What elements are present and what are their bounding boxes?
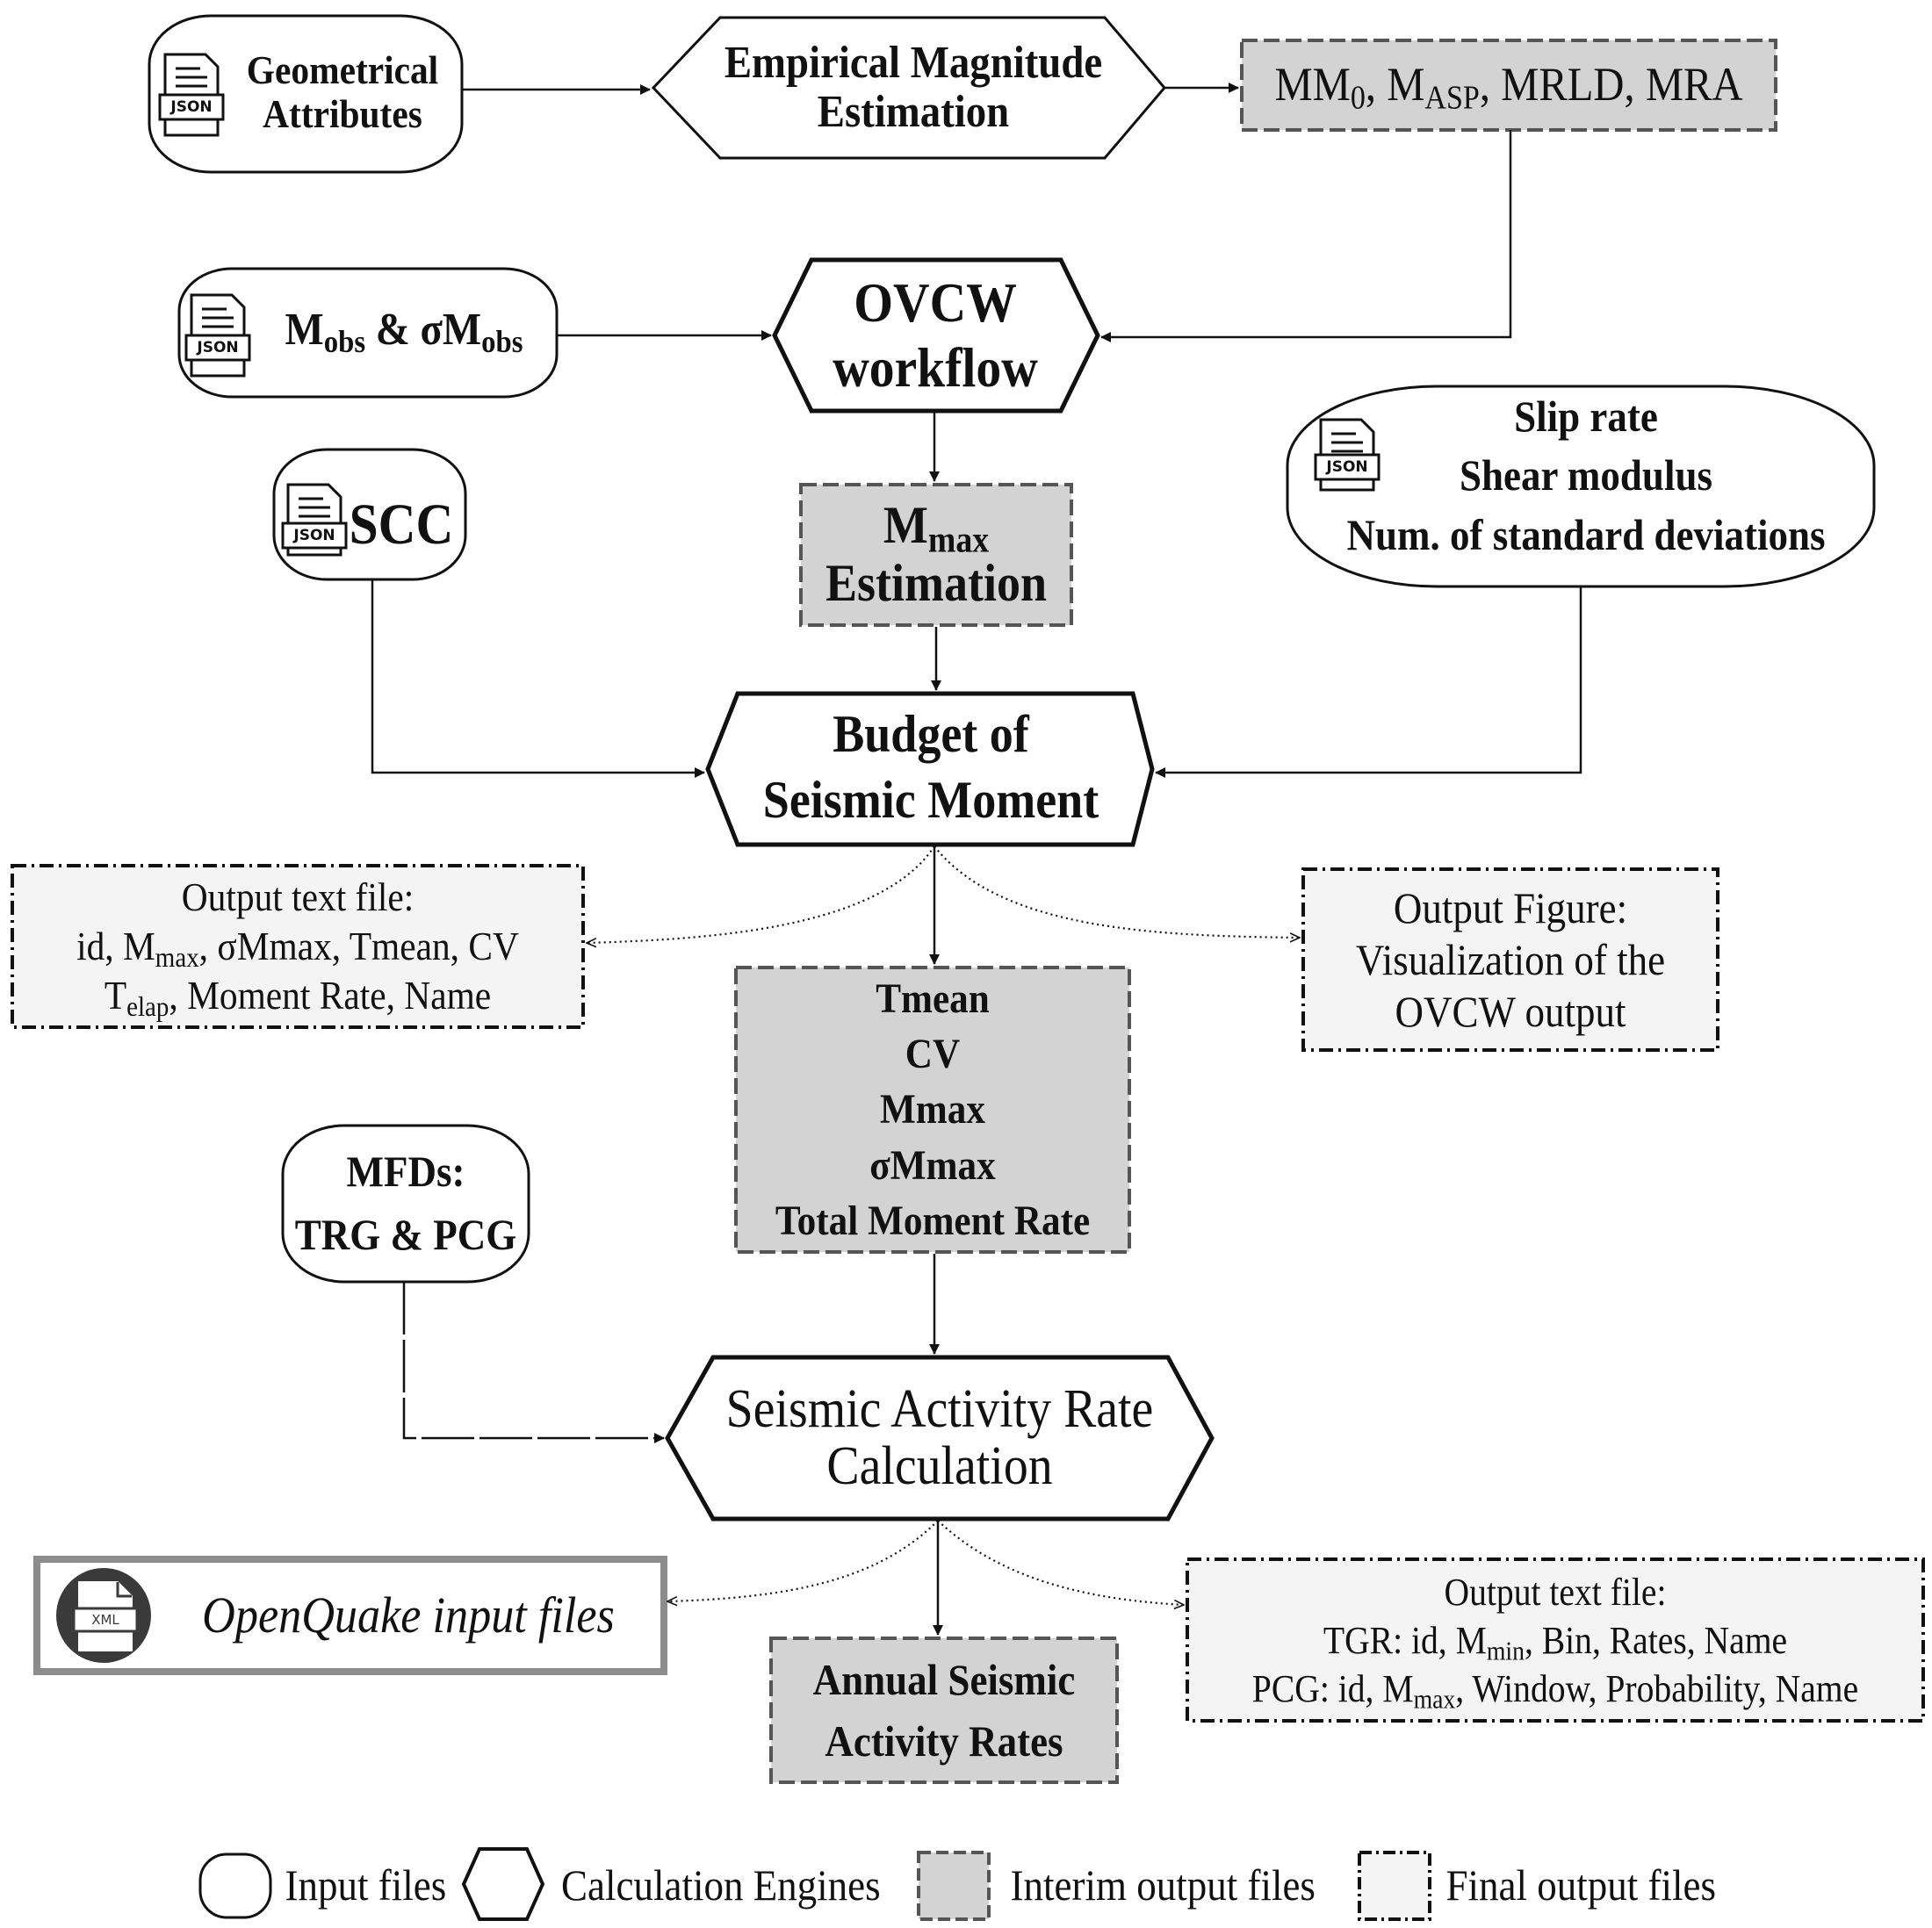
input-mobs-label: Mobs & σMobs bbox=[285, 304, 523, 360]
json-label: JSON bbox=[197, 338, 239, 356]
final-figure-label: Output Figure: Visualization of the OVCW… bbox=[1355, 882, 1666, 1036]
engine-activity-label: Seismic Activity Rate Calculation bbox=[725, 1378, 1154, 1496]
interim-annual-label: Annual Seismic Activity Rates bbox=[812, 1655, 1076, 1766]
xml-file-icon bbox=[56, 1568, 151, 1663]
json-label: JSON bbox=[1326, 457, 1368, 476]
edge-mm-to-ovcw bbox=[1100, 130, 1512, 342]
input-mobs-shape bbox=[177, 267, 559, 399]
json-file-icon bbox=[184, 293, 251, 378]
edge-activity-to-text2 bbox=[937, 1520, 1184, 1605]
json-file-icon bbox=[1314, 418, 1381, 492]
interim-mmax-label: Mmax Estimation bbox=[825, 496, 1048, 612]
json-label: JSON bbox=[170, 97, 213, 116]
edge-slip-to-budget bbox=[1155, 586, 1582, 778]
legend-engine-swatch bbox=[461, 1847, 545, 1921]
legend-input-swatch bbox=[198, 1852, 272, 1919]
engine-empirical-shape bbox=[651, 16, 1166, 160]
edge-scc-to-budget bbox=[371, 579, 705, 778]
engine-ovcw-shape bbox=[772, 257, 1100, 414]
legend-input-label: Input files bbox=[285, 1860, 447, 1910]
input-mfds-label: MFDs: TRG & PCG bbox=[294, 1146, 517, 1260]
xml-label: XML bbox=[91, 1611, 119, 1628]
final-openquake-label: OpenQuake input files bbox=[202, 1586, 615, 1644]
edge-mfds-to-activity bbox=[402, 1282, 665, 1443]
interim-mm-label: MM0, MASP, MRLD, MRA bbox=[1274, 57, 1743, 117]
legend-engines-label: Calculation Engines bbox=[561, 1860, 881, 1910]
engine-budget-label: Budget of Seismic Moment bbox=[762, 705, 1099, 829]
engine-activity-shape bbox=[665, 1355, 1215, 1522]
interim-annual-shape bbox=[769, 1637, 1119, 1784]
interim-params-shape bbox=[734, 966, 1131, 1254]
edge-activity-to-openquake bbox=[667, 1520, 939, 1601]
interim-params-label: Tmean CV Mmax σMmax Total Moment Rate bbox=[775, 975, 1091, 1245]
interim-mm-shape bbox=[1240, 39, 1777, 132]
final-text2-label: Output text file: TGR: id, Mmin, Bin, Ra… bbox=[1251, 1570, 1859, 1715]
input-geometrical-shape bbox=[148, 14, 464, 174]
json-file-icon bbox=[158, 53, 225, 137]
json-file-icon bbox=[281, 483, 348, 557]
legend-final-swatch bbox=[1358, 1851, 1431, 1921]
interim-mmax-shape bbox=[799, 483, 1073, 627]
json-label: JSON bbox=[293, 526, 335, 544]
input-geometrical-label: Geometrical Attributes bbox=[246, 47, 439, 136]
engine-budget-shape bbox=[705, 691, 1155, 847]
final-text1-label: Output text file: id, Mmax, σMmax, Tmean… bbox=[76, 874, 519, 1023]
legend-interim-label: Interim output files bbox=[1010, 1860, 1316, 1910]
input-slip-label: Slip rate Shear modulus Num. of standard… bbox=[1346, 391, 1826, 559]
legend-interim-swatch bbox=[917, 1851, 991, 1921]
legend-final-label: Final output files bbox=[1445, 1860, 1716, 1910]
edge-budget-to-figure bbox=[934, 845, 1300, 938]
final-text2-shape bbox=[1186, 1558, 1925, 1723]
engine-ovcw-label: OVCW workflow bbox=[833, 271, 1038, 399]
edge-budget-to-text1 bbox=[587, 845, 935, 943]
input-scc-label: SCC bbox=[349, 493, 454, 558]
engine-empirical-label: Empirical Magnitude Estimation bbox=[724, 37, 1103, 137]
final-figure-shape bbox=[1301, 867, 1719, 1052]
input-mfds-shape bbox=[281, 1124, 530, 1284]
final-text1-shape bbox=[11, 864, 585, 1029]
